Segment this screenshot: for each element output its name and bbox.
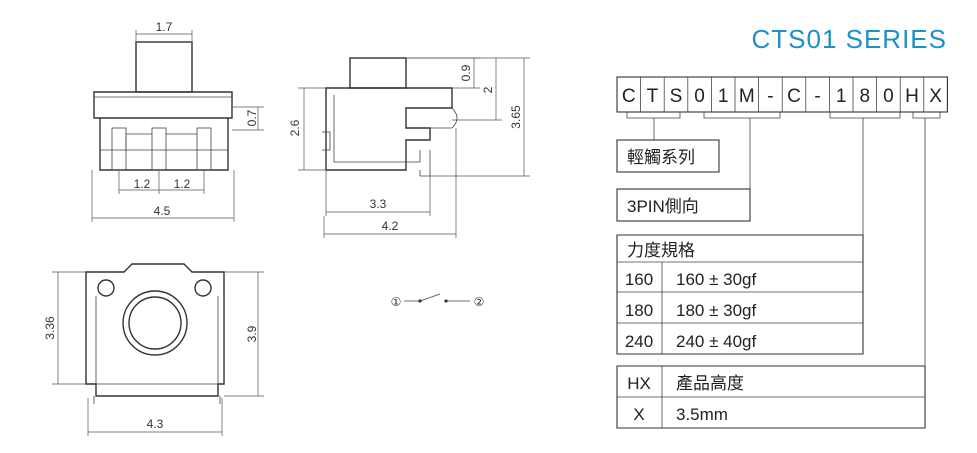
- series-title: CTS01 SERIES: [751, 24, 947, 54]
- front-dim-top: 1.7: [156, 20, 173, 34]
- code-char: X: [929, 86, 942, 107]
- force-row-value: 180 ± 30gf: [676, 301, 757, 320]
- circuit-pin2: ②: [474, 295, 485, 309]
- top-dim-43: 4.3: [147, 417, 164, 431]
- height-header-label: 產品高度: [676, 374, 744, 393]
- front-terminal-left: [111, 127, 127, 171]
- side-dim-09: 0.9: [459, 64, 473, 81]
- side-view: 0.9 2 3.65 2.6 3.3 4.2: [288, 57, 530, 238]
- series-label: 輕觸系列: [627, 148, 695, 167]
- code-char: C: [787, 86, 801, 107]
- code-char: -: [767, 86, 773, 107]
- top-dim-336: 3.36: [43, 316, 57, 340]
- top-button-inner: [128, 296, 182, 350]
- front-body-lower: [99, 118, 229, 171]
- code-char: 0: [883, 86, 894, 107]
- code-char: T: [647, 86, 659, 107]
- side-dim-42: 4.2: [382, 219, 399, 233]
- front-terminal-mid: [151, 127, 167, 171]
- top-hole-right: [194, 279, 212, 297]
- front-dim-width: 4.5: [154, 204, 171, 218]
- code-char: -: [814, 86, 820, 107]
- force-row-code: 240: [625, 332, 653, 351]
- force-row-value: 240 ± 40gf: [676, 332, 757, 351]
- force-table: [616, 234, 864, 355]
- top-dim-39: 3.9: [245, 325, 259, 342]
- side-dim-365: 3.65: [509, 105, 523, 129]
- code-char: C: [622, 86, 636, 107]
- side-dim-33: 3.3: [370, 197, 387, 211]
- force-row-code: 180: [625, 301, 653, 320]
- top-hole-left: [97, 279, 115, 297]
- code-char: 0: [694, 86, 705, 107]
- code-char: 1: [718, 86, 729, 107]
- height-row-value: 3.5mm: [676, 405, 728, 424]
- top-view: 3.36 3.9 4.3: [43, 263, 264, 436]
- force-row-code: 160: [625, 270, 653, 289]
- height-row-code: X: [633, 405, 644, 424]
- side-actuator: [349, 57, 407, 89]
- side-body: [325, 87, 453, 171]
- front-dim-pitch1: 1.2: [134, 177, 151, 191]
- front-dim-right: 0.7: [245, 109, 259, 126]
- force-header: 力度規格: [627, 241, 695, 260]
- front-dim-pitch2: 1.2: [174, 177, 191, 191]
- legend: 輕觸系列 3PIN側向 力度規格 160 160 ± 30gf 180 180 ± 3…: [616, 139, 926, 429]
- code-char: 8: [860, 86, 871, 107]
- height-header-code: HX: [627, 374, 651, 393]
- side-dim-2: 2: [481, 86, 495, 93]
- front-terminal-right: [196, 127, 212, 171]
- force-row-value: 160 ± 30gf: [676, 270, 757, 289]
- front-view: 1.7 0.7 1.2 1.2 4.5: [91, 20, 264, 222]
- top-button-outer: [122, 290, 188, 356]
- code-char: H: [905, 86, 919, 107]
- series-label-box: [616, 139, 720, 173]
- side-dim-26: 2.6: [288, 119, 302, 136]
- type-label-box: [616, 188, 751, 222]
- code-char: 1: [836, 86, 847, 107]
- front-body-top: [93, 91, 233, 119]
- circuit-pin1: ①: [391, 295, 402, 309]
- type-label: 3PIN側向: [627, 197, 699, 216]
- front-actuator: [135, 41, 193, 93]
- code-char: M: [739, 86, 755, 107]
- circuit-symbol: ① ②: [391, 293, 485, 309]
- code-char: S: [670, 86, 683, 107]
- top-body: [85, 263, 225, 397]
